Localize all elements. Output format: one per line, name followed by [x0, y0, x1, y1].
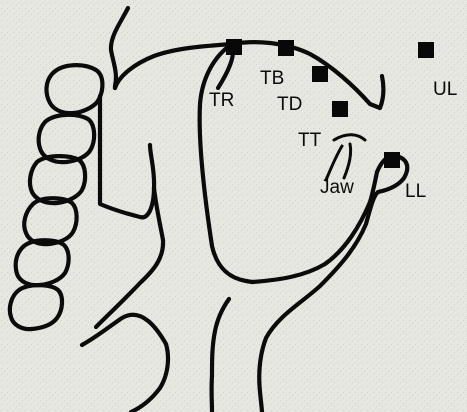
sensor-marker-tt — [332, 101, 348, 117]
sensor-marker-tb — [278, 40, 294, 56]
sensor-marker-ul — [418, 42, 434, 58]
sensor-label-ll: LL — [405, 181, 426, 202]
sensor-label-tr: TR — [209, 90, 234, 111]
sensor-label-ul: UL — [433, 79, 457, 100]
sensor-marker-tr — [226, 39, 242, 55]
sensor-marker-td — [312, 66, 328, 82]
sensor-label-td: TD — [277, 94, 302, 115]
sensor-label-tt: TT — [298, 130, 322, 151]
sensor-label-jaw: Jaw — [320, 177, 354, 198]
sensor-marker-ll — [384, 152, 400, 168]
sensor-label-tb: TB — [260, 68, 284, 89]
